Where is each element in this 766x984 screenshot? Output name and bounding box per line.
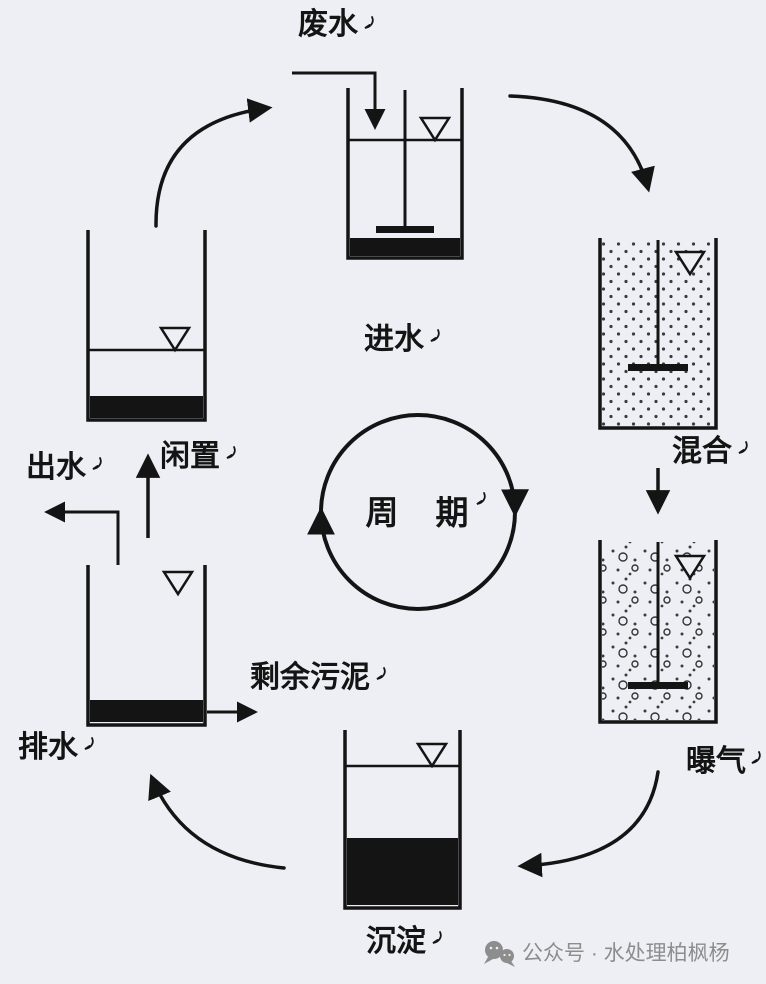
inflow-pipe-arrow	[292, 71, 386, 130]
label-influent: 进水	[364, 323, 425, 356]
tank-walls	[86, 565, 207, 727]
stirrer-paddle	[628, 364, 688, 371]
arrow-aeration-to-settling	[517, 770, 660, 878]
flourish-mark	[92, 457, 102, 470]
settled-sludge-layer	[347, 838, 458, 905]
label-mixing: 混合	[672, 434, 732, 468]
tank-walls	[86, 230, 207, 422]
water-level-icon	[418, 116, 452, 143]
water-level-icon	[161, 570, 195, 597]
label-wastewater: 废水	[298, 8, 359, 41]
arrow-idle-to-influent	[154, 98, 273, 228]
flourish-mark	[84, 737, 94, 750]
watermark: 公众号 · 水处理柏枫杨	[484, 941, 730, 967]
tank-idle	[86, 230, 207, 422]
tank-influent	[292, 71, 464, 260]
flourish-mark	[226, 446, 236, 459]
cycle-arc-top	[319, 413, 529, 518]
water-level-icon	[673, 250, 707, 277]
flourish-mark	[432, 931, 442, 944]
flourish-mark	[364, 16, 374, 29]
sludge-layer	[90, 700, 203, 722]
tank-walls	[343, 730, 462, 910]
tank-walls	[346, 88, 464, 260]
tank-aeration	[598, 540, 718, 724]
tank-decant	[44, 501, 258, 727]
sludge-layer	[350, 238, 460, 256]
cycle-label: 周 期	[366, 495, 471, 532]
flourish-mark	[738, 441, 748, 454]
arrow-settling-to-decant	[148, 773, 286, 870]
stirrer-paddle	[376, 226, 434, 233]
tank-walls	[598, 540, 718, 724]
watermark-text: 公众号 · 水处理柏枫杨	[522, 942, 730, 965]
tank-walls	[598, 238, 718, 430]
label-idle: 闲置	[160, 440, 220, 473]
label-aeration: 曝气	[686, 745, 746, 778]
tank-mixing	[598, 238, 718, 430]
label-effluent: 出水	[26, 451, 87, 484]
flourish-mark	[376, 667, 386, 680]
cycle-arc-bottom	[307, 506, 517, 611]
cycle-ring: 周 期	[307, 413, 529, 611]
wechat-icon	[484, 941, 515, 967]
sludge-layer	[90, 396, 203, 418]
effluent-pipe-arrow	[44, 501, 120, 565]
flourish-mark	[751, 751, 761, 764]
label-excess-sludge: 剩余污泥	[250, 660, 370, 694]
water-level-icon	[673, 554, 707, 581]
stirrer-paddle	[628, 682, 688, 689]
flourish-mark	[430, 329, 440, 342]
water-level-icon	[158, 326, 192, 353]
water-level-icon	[415, 742, 449, 769]
arrow-influent-to-mixing	[508, 94, 655, 193]
label-decant: 排水	[18, 731, 79, 764]
flourish-mark	[476, 492, 486, 505]
tank-settling	[343, 730, 462, 910]
label-settling: 沉淀	[366, 925, 426, 958]
